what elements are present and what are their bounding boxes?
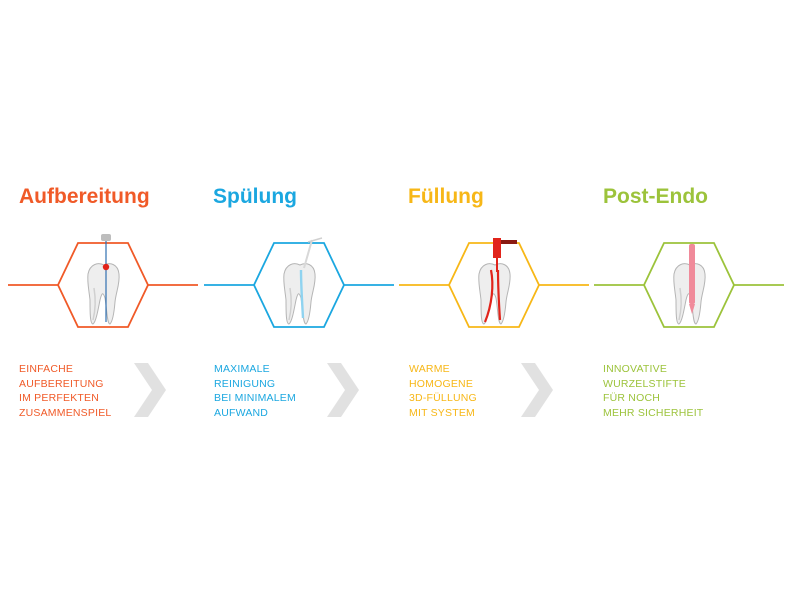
stage-title-fuellung: Füllung	[408, 185, 484, 208]
stage-description-fuellung: WARME HOMOGENE 3D-FÜLLUNG MIT SYSTEM	[409, 362, 477, 420]
description-line: REINIGUNG	[214, 377, 276, 390]
description-line: WURZELSTIFTE	[603, 377, 686, 390]
stage-title-aufbereitung: Aufbereitung	[19, 185, 150, 208]
description-line: BEI MINIMALEM	[214, 392, 296, 405]
stage-description-post-endo: INNOVATIVE WURZELSTIFTE FÜR NOCH MEHR SI…	[603, 362, 703, 420]
description-line: AUFWAND	[214, 406, 269, 419]
stage-title-spuelung: Spülung	[213, 185, 297, 208]
tooth-post-icon	[673, 244, 706, 325]
stage-description-aufbereitung: EINFACHE AUFBEREITUNG IM PERFEKTEN ZUSAM…	[19, 362, 111, 420]
stage-title-post-endo: Post-Endo	[603, 185, 708, 208]
description-line: EINFACHE	[19, 363, 74, 375]
description-line: MEHR SICHERHEIT	[603, 406, 704, 419]
tooth-obturation-icon	[478, 238, 517, 325]
stage-hexagon-post-endo	[594, 242, 784, 328]
description-line: ZUSAMMENSPIEL	[19, 406, 112, 419]
description-line: 3D-FÜLLUNG	[409, 392, 477, 405]
tooth-root-canal-file-icon	[87, 234, 120, 325]
stage-hexagon-fuellung	[399, 238, 589, 328]
description-line: IM PERFEKTEN	[19, 392, 99, 405]
description-line: HOMOGENE	[409, 377, 474, 390]
description-line: AUFBEREITUNG	[19, 377, 104, 390]
description-line: MIT SYSTEM	[409, 406, 475, 419]
description-line: MAXIMALE	[214, 363, 270, 375]
chevron-right-icon	[521, 363, 553, 417]
tooth-irrigation-needle-icon	[283, 237, 323, 325]
stage-hexagon-aufbereitung	[8, 234, 198, 328]
description-line: FÜR NOCH	[603, 392, 661, 405]
chevron-right-icon	[134, 363, 166, 417]
stage-description-spuelung: MAXIMALE REINIGUNG BEI MINIMALEM AUFWAND	[214, 362, 296, 420]
stage-hexagon-spuelung	[204, 237, 394, 328]
chevron-right-icon	[327, 363, 359, 417]
description-line: INNOVATIVE	[603, 363, 668, 375]
description-line: WARME	[409, 363, 450, 375]
